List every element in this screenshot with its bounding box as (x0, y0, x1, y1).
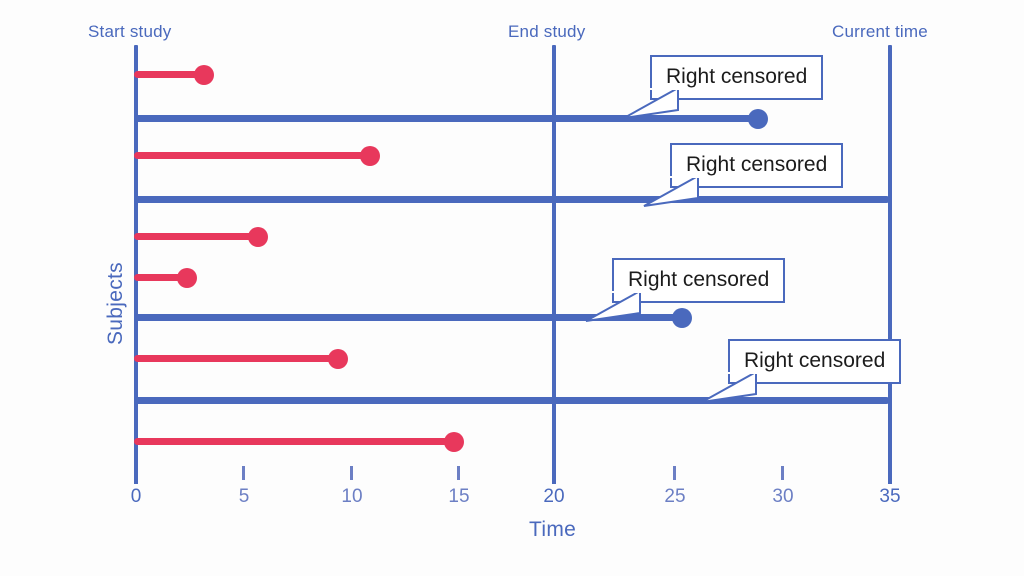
subject-line-9 (134, 397, 890, 404)
callout-right-censored-1: Right censored (650, 55, 824, 100)
subject-line-6 (134, 274, 190, 281)
x-tick-10 (350, 466, 353, 480)
subject-endpoint-dot-10 (444, 432, 464, 452)
reference-label-start-study: Start study (88, 22, 172, 41)
x-axis-title: Time (529, 518, 577, 541)
x-tick-label-15: 15 (448, 486, 470, 507)
x-tick-25 (673, 466, 676, 480)
callout-right-censored-2: Right censored (670, 143, 844, 188)
subject-line-2 (134, 115, 760, 122)
subject-line-4 (134, 196, 890, 203)
callout-right-censored-4: Right censored (728, 339, 902, 384)
x-tick-35 (888, 458, 892, 484)
x-tick-label-0: 0 (130, 486, 142, 507)
subject-line-5 (134, 233, 260, 240)
subject-endpoint-dot-1 (194, 65, 214, 85)
x-tick-label-25: 25 (664, 486, 686, 507)
x-tick-0 (134, 458, 138, 484)
subject-endpoint-dot-3 (360, 146, 380, 166)
x-tick-15 (457, 466, 460, 480)
reference-label-current-time: Current time (832, 22, 928, 41)
subject-line-3 (134, 152, 372, 159)
callout-right-censored-3: Right censored (612, 258, 786, 303)
x-tick-5 (242, 466, 245, 480)
x-tick-30 (781, 466, 784, 480)
reference-line-start-study (134, 45, 138, 475)
subject-line-8 (134, 355, 340, 362)
x-tick-label-5: 5 (238, 486, 250, 507)
reference-line-current-time (888, 45, 892, 475)
subject-endpoint-dot-2 (748, 109, 768, 129)
subject-endpoint-dot-8 (328, 349, 348, 369)
subject-endpoint-dot-7 (672, 308, 692, 328)
x-tick-label-10: 10 (341, 486, 363, 507)
y-axis-title: Subjects (104, 262, 127, 345)
x-tick-label-20: 20 (543, 486, 565, 507)
reference-line-end-study (552, 45, 556, 475)
x-tick-label-30: 30 (772, 486, 794, 507)
subject-line-10 (134, 438, 454, 445)
subject-line-7 (134, 314, 684, 321)
x-tick-20 (552, 458, 556, 484)
subject-endpoint-dot-6 (177, 268, 197, 288)
x-tick-label-35: 35 (879, 486, 901, 507)
subject-line-1 (134, 71, 206, 78)
reference-label-end-study: End study (508, 22, 586, 41)
subject-endpoint-dot-5 (248, 227, 268, 247)
